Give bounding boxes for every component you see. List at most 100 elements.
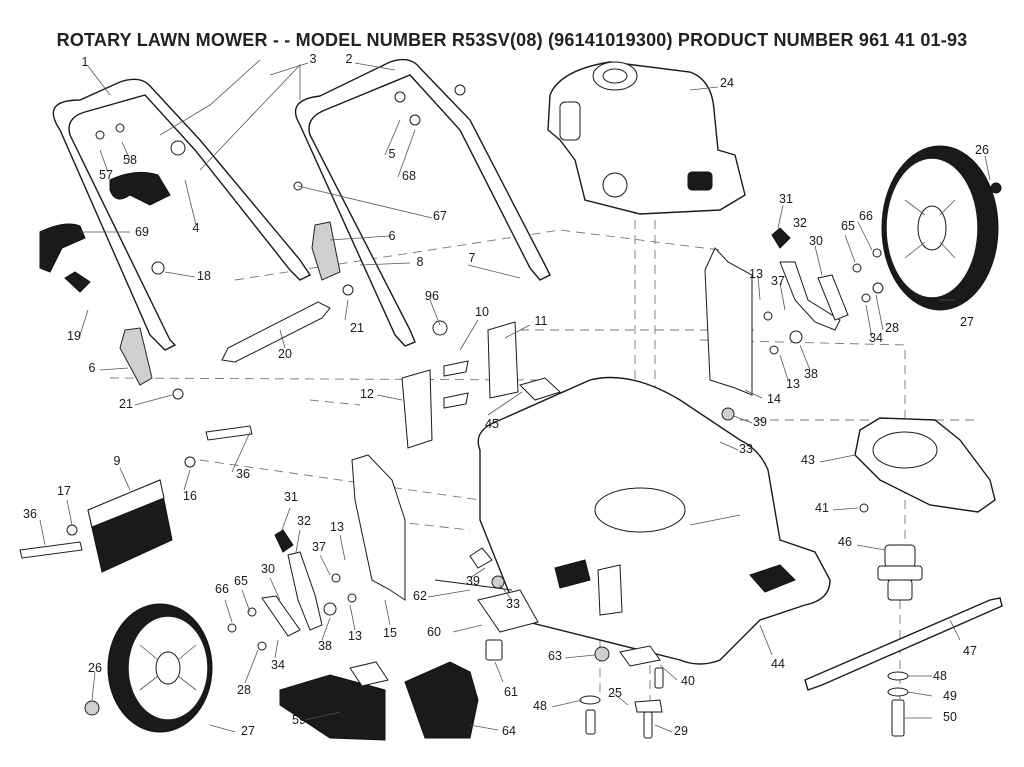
engine bbox=[547, 61, 746, 215]
callout-15: 15 bbox=[383, 626, 397, 640]
rear-flap bbox=[19, 425, 253, 573]
callout-34: 34 bbox=[869, 331, 883, 345]
callout-12: 12 bbox=[360, 387, 374, 401]
callout-27: 27 bbox=[241, 724, 255, 738]
callout-6: 6 bbox=[389, 229, 396, 243]
callout-59: 59 bbox=[292, 713, 306, 727]
callout-13: 13 bbox=[786, 377, 800, 391]
callout-31: 31 bbox=[284, 490, 298, 504]
callout-29: 29 bbox=[674, 724, 688, 738]
callout-30: 30 bbox=[809, 234, 823, 248]
callout-38: 38 bbox=[318, 639, 332, 653]
callout-45: 45 bbox=[485, 417, 499, 431]
callout-60: 60 bbox=[427, 625, 441, 639]
callout-66: 66 bbox=[215, 582, 229, 596]
callout-4: 4 bbox=[193, 221, 200, 235]
callout-65: 65 bbox=[841, 219, 855, 233]
callout-21: 21 bbox=[350, 321, 364, 335]
callout-40: 40 bbox=[681, 674, 695, 688]
callout-66: 66 bbox=[859, 209, 873, 223]
callout-5: 5 bbox=[389, 147, 396, 161]
callout-39: 39 bbox=[753, 415, 767, 429]
wheel-front-left bbox=[84, 603, 213, 733]
callout-13: 13 bbox=[330, 520, 344, 534]
height-adjuster-right bbox=[704, 227, 884, 446]
callout-33: 33 bbox=[739, 442, 753, 456]
callout-58: 58 bbox=[123, 153, 137, 167]
discharge-deflector bbox=[854, 417, 996, 513]
height-adjuster-left bbox=[227, 454, 406, 651]
callout-18: 18 bbox=[197, 269, 211, 283]
callout-36: 36 bbox=[23, 507, 37, 521]
callout-38: 38 bbox=[804, 367, 818, 381]
callout-8: 8 bbox=[417, 255, 424, 269]
callout-24: 24 bbox=[720, 76, 734, 90]
callout-96: 96 bbox=[425, 289, 439, 303]
control-cable bbox=[159, 59, 301, 171]
callout-65: 65 bbox=[234, 574, 248, 588]
callout-50: 50 bbox=[943, 710, 957, 724]
callout-7: 7 bbox=[469, 251, 476, 265]
callout-13: 13 bbox=[348, 629, 362, 643]
callout-13: 13 bbox=[749, 267, 763, 281]
callout-19: 19 bbox=[67, 329, 81, 343]
callout-48: 48 bbox=[533, 699, 547, 713]
callout-2: 2 bbox=[346, 52, 353, 66]
callout-37: 37 bbox=[312, 540, 326, 554]
callout-20: 20 bbox=[278, 347, 292, 361]
callout-57: 57 bbox=[99, 168, 113, 182]
blade-assembly bbox=[804, 544, 1003, 737]
small-fasteners-upper bbox=[95, 84, 466, 400]
callout-36: 36 bbox=[236, 467, 250, 481]
callout-34: 34 bbox=[271, 658, 285, 672]
bottom-accessories bbox=[279, 547, 664, 741]
callout-61: 61 bbox=[504, 685, 518, 699]
callout-67: 67 bbox=[433, 209, 447, 223]
callout-17: 17 bbox=[57, 484, 71, 498]
callout-1: 1 bbox=[82, 55, 89, 69]
grips bbox=[39, 171, 171, 293]
callout-25: 25 bbox=[608, 686, 622, 700]
callout-63: 63 bbox=[548, 649, 562, 663]
mower-deck bbox=[477, 376, 831, 665]
callout-32: 32 bbox=[793, 216, 807, 230]
callout-44: 44 bbox=[771, 657, 785, 671]
callout-48: 48 bbox=[933, 669, 947, 683]
callout-16: 16 bbox=[183, 489, 197, 503]
diagram-title: ROTARY LAWN MOWER - - MODEL NUMBER R53SV… bbox=[56, 30, 968, 50]
callout-28: 28 bbox=[885, 321, 899, 335]
callout-49: 49 bbox=[943, 689, 957, 703]
leader-lines bbox=[39, 62, 991, 733]
callout-28: 28 bbox=[237, 683, 251, 697]
callout-46: 46 bbox=[838, 535, 852, 549]
callout-26: 26 bbox=[975, 143, 989, 157]
callout-47: 47 bbox=[963, 644, 977, 658]
callout-30: 30 bbox=[261, 562, 275, 576]
callout-62: 62 bbox=[413, 589, 427, 603]
callout-69: 69 bbox=[135, 225, 149, 239]
callout-10: 10 bbox=[475, 305, 489, 319]
callout-39: 39 bbox=[466, 574, 480, 588]
handle-upper-right bbox=[294, 58, 551, 347]
handle-brackets bbox=[119, 221, 341, 386]
callout-21: 21 bbox=[119, 397, 133, 411]
callout-3: 3 bbox=[310, 52, 317, 66]
callout-33: 33 bbox=[506, 597, 520, 611]
callout-14: 14 bbox=[767, 392, 781, 406]
wheel-rear-right bbox=[881, 145, 1002, 311]
callout-31: 31 bbox=[779, 192, 793, 206]
callout-43: 43 bbox=[801, 453, 815, 467]
callout-26: 26 bbox=[88, 661, 102, 675]
handle-upper-left bbox=[52, 78, 312, 351]
callout-32: 32 bbox=[297, 514, 311, 528]
callout-37: 37 bbox=[771, 274, 785, 288]
callout-64: 64 bbox=[502, 724, 516, 738]
callout-68: 68 bbox=[402, 169, 416, 183]
callout-6: 6 bbox=[89, 361, 96, 375]
callout-11: 11 bbox=[535, 314, 548, 328]
callout-9: 9 bbox=[114, 454, 121, 468]
mulch-hinge-parts bbox=[401, 321, 561, 449]
callout-41: 41 bbox=[815, 501, 829, 515]
